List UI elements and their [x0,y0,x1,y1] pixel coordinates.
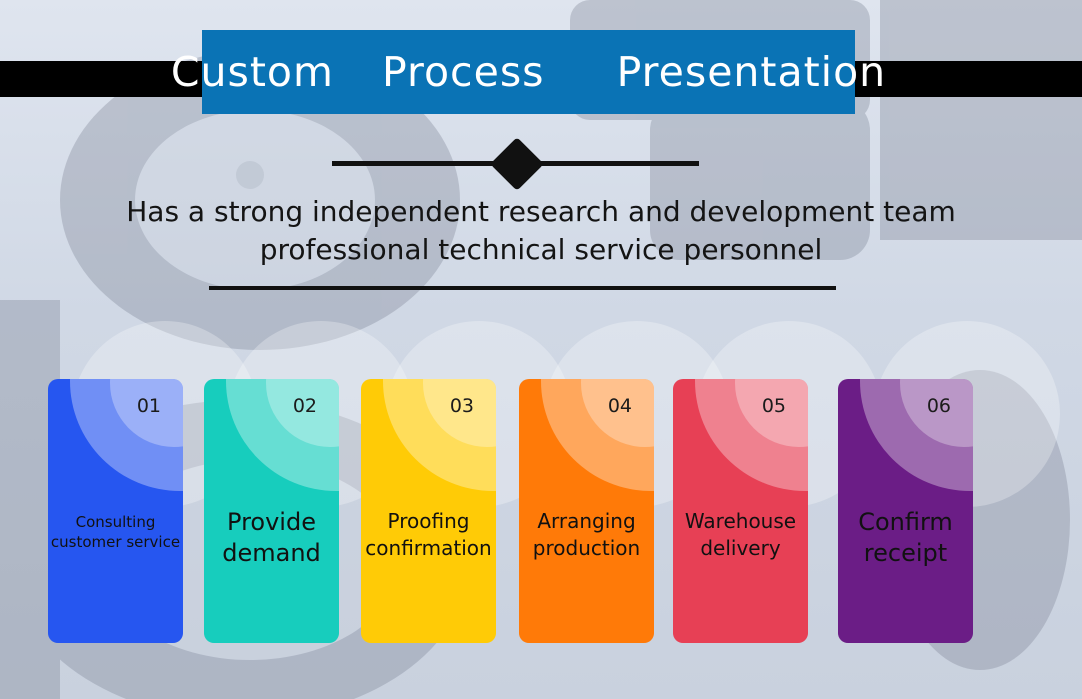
step-label-line-2: production [532,536,641,560]
page-title: Custom Process Presentation [170,48,887,96]
process-step-2: 02 Provide demand [204,379,339,643]
step-number: 05 [761,395,786,417]
process-step-1: 01 Consulting customer service [48,379,183,643]
step-number: 04 [607,395,632,417]
subtitle-underline [209,286,836,290]
step-label-line-2: receipt [863,539,948,567]
step-number: 02 [292,395,317,417]
title-banner: Custom Process Presentation [171,30,885,114]
process-step-6: 06 Confirm receipt [838,379,973,643]
subtitle: Has a strong independent research and de… [60,193,1022,269]
step-label: Warehouse delivery [673,508,808,562]
subtitle-line-1: Has a strong independent research and de… [126,195,956,228]
step-label-line-1: Warehouse [684,509,797,533]
process-step-3: 03 Proofing confirmation [361,379,496,643]
step-label-line-2: delivery [700,536,781,560]
step-label-line-2: customer service [50,533,181,551]
step-number: 01 [136,395,161,417]
step-label-line-1: Consulting [75,513,156,531]
step-label-line-1: Confirm [858,508,953,536]
step-label: Consulting customer service [48,512,183,552]
step-number: 03 [449,395,474,417]
step-label-line-1: Provide [227,508,316,536]
step-label: Arranging production [519,508,654,562]
step-label-line-1: Arranging [537,509,636,533]
step-label: Provide demand [204,507,339,569]
step-label: Proofing confirmation [361,508,496,562]
process-step-5: 05 Warehouse delivery [673,379,808,643]
step-label-line-2: confirmation [365,536,492,560]
step-label-line-2: demand [222,539,321,567]
step-number: 06 [926,395,951,417]
subtitle-line-2: professional technical service personnel [259,233,823,266]
step-label-line-1: Proofing [387,509,470,533]
step-label: Confirm receipt [838,507,973,569]
process-step-4: 04 Arranging production [519,379,654,643]
